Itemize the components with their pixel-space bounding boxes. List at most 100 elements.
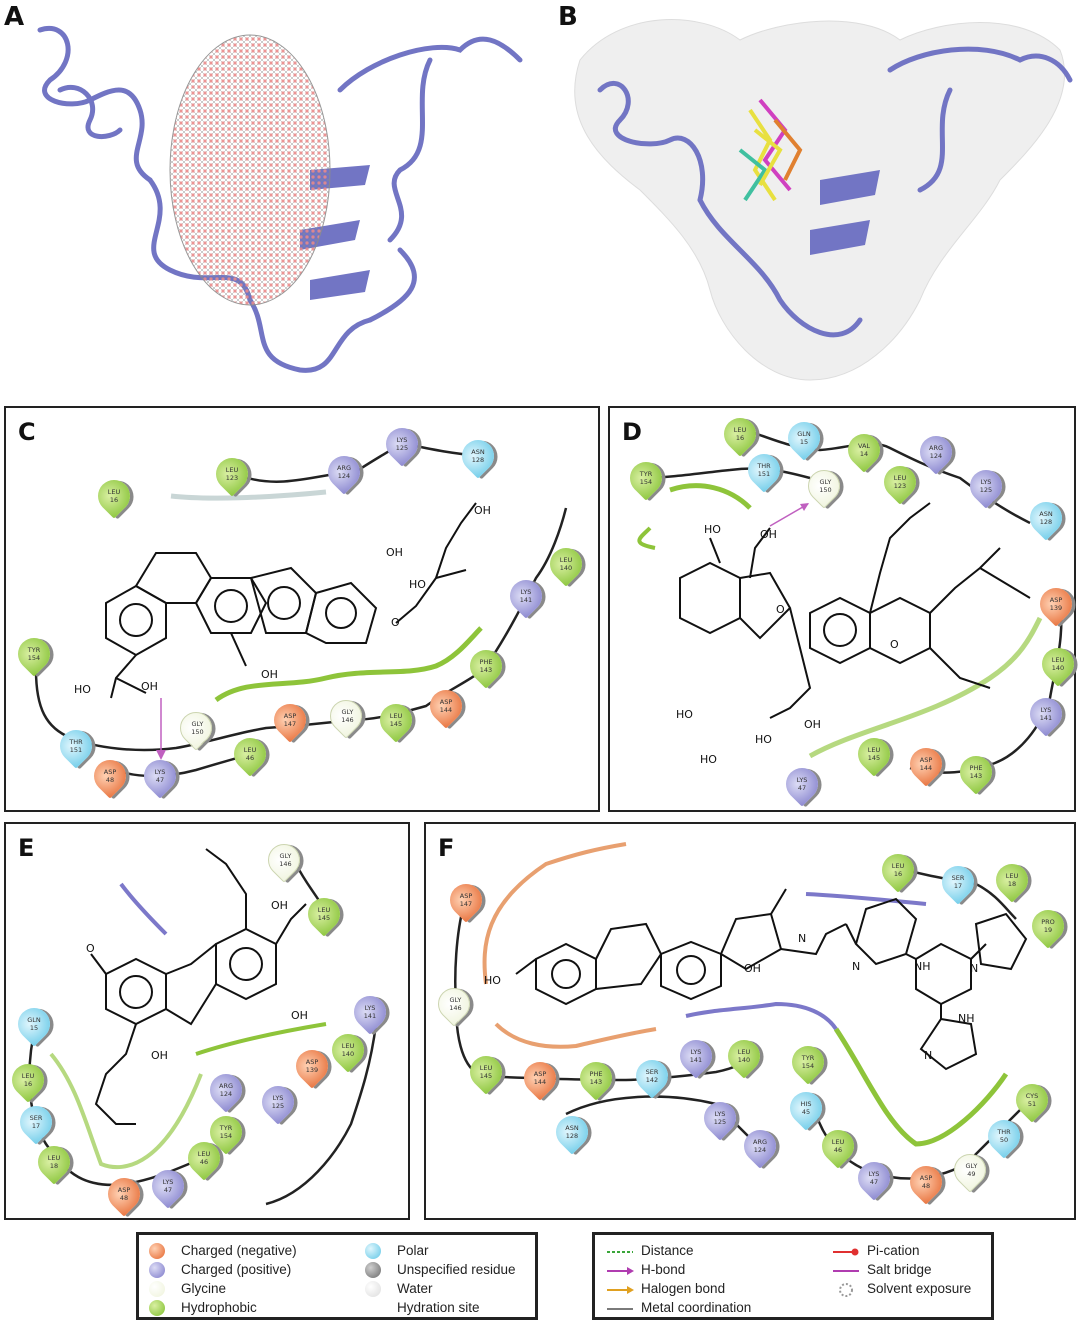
residue-name: ASP 144 [533,1070,547,1086]
legend-label: Hydration site [397,1300,480,1315]
residue-name: LYS 47 [154,768,166,784]
residue-marker: THR 151 [53,723,99,769]
residue-marker: LEU 18 [989,857,1035,903]
residue-name: ASP 139 [305,1058,319,1074]
legend-label: Solvent exposure [867,1281,972,1296]
residue-name: LYS 141 [363,1004,377,1020]
residue-marker: ARG 124 [913,429,959,475]
residue-marker: CYS 51 [1009,1077,1055,1123]
panel-label-a: A [4,2,25,32]
residue-name: LYS 141 [1039,706,1053,722]
residue-marker: PHE 143 [953,749,999,795]
panel-label-f: F [438,834,455,862]
glycine-swatch [149,1281,165,1297]
residue-name: ASP 139 [1049,596,1063,612]
residue-marker: LEU 16 [875,847,921,893]
residue-name: ARG 124 [753,1138,767,1154]
residue-name: HIS 45 [800,1100,812,1116]
residue-name: GLY 146 [279,852,292,868]
residue-name: LYS 47 [162,1178,174,1194]
protein-cartoon-a [37,25,523,373]
residue-marker: PRO 19 [1025,903,1071,949]
residue-marker: LEU 16 [91,473,137,519]
residue-marker: LYS 125 [963,463,1009,509]
atom-label: HO [409,578,426,591]
protein-surface-b [574,19,1073,381]
atom-label: OH [141,680,158,693]
residue-name: ASN 128 [471,448,485,464]
residue-marker: LEU 140 [325,1027,371,1073]
residue-marker: ARG 124 [321,449,367,495]
residue-name: GLN 15 [797,430,811,446]
solvent-exposure-icon [839,1283,853,1297]
residue-marker: THR 50 [981,1113,1027,1159]
residue-marker: SER 17 [13,1099,59,1145]
legend-label: Unspecified residue [397,1262,516,1277]
legend-label: Glycine [181,1281,227,1296]
panel-label-c: C [18,418,36,446]
water-swatch [365,1281,381,1297]
residue-marker: ASP 48 [903,1159,949,1205]
atom-label: OH [271,899,288,912]
residue-name: THR 151 [69,738,83,754]
panel-label-b: B [558,2,578,32]
residue-marker: LYS 47 [145,1163,191,1209]
residue-name: LYS 47 [868,1170,880,1186]
residue-name: TYR 154 [639,470,653,486]
residue-marker: ASP 147 [267,697,313,743]
ligand-interaction-panel-f: F HO OH N N N [424,822,1076,1220]
legend-label: Metal coordination [641,1300,752,1315]
residue-name: LYS 125 [713,1110,727,1126]
residue-name: LEU 145 [317,906,331,922]
residue-marker: LEU 46 [181,1135,227,1181]
residue-marker: ASP 144 [423,683,469,729]
atom-label: OH [744,962,761,975]
residue-name: ASP 147 [459,892,473,908]
residue-name: ARG 124 [337,464,351,480]
residue-marker: ARG 124 [737,1123,783,1169]
residue-name: PHE 143 [589,1070,603,1086]
residue-name: VAL 14 [857,442,871,458]
residue-marker: HIS 45 [783,1085,829,1131]
residue-name: ARG 124 [219,1082,233,1098]
atom-label: HO [74,683,91,696]
panel-label-e: E [18,834,35,862]
residue-name: LEU 123 [225,466,239,482]
residue-name: LEU 16 [107,488,121,504]
residue-name: GLY 49 [965,1162,978,1178]
residue-name: CYS 51 [1025,1092,1039,1108]
residue-name: ASP 48 [919,1174,933,1190]
residue-name: LEU 18 [1005,872,1019,888]
residue-name: LEU 145 [389,712,403,728]
legend-label: Water [397,1281,433,1296]
residue-name: GLY 146 [341,708,354,724]
legend-label: Pi-cation [867,1243,920,1258]
residue-marker: LEU 140 [543,541,589,587]
residue-marker: ASP 48 [101,1171,147,1217]
residue-marker: ASP 147 [443,877,489,923]
atom-label: NH [958,1012,975,1025]
residue-marker: LEU 123 [209,451,255,497]
residue-name: GLY 146 [449,996,462,1012]
residue-name: ASP 48 [117,1186,131,1202]
residue-marker: LEU 145 [851,731,897,777]
residue-name: LYS 141 [519,588,533,604]
legend-label: Salt bridge [867,1262,932,1277]
residue-name: SER 142 [645,1068,659,1084]
residue-marker: LYS 125 [255,1079,301,1125]
residue-marker: LYS 125 [697,1095,743,1141]
legend-label: H-bond [641,1262,686,1277]
residue-marker: LYS 125 [379,421,425,467]
atom-label: HO [704,523,721,536]
positive-charge-swatch [149,1262,165,1278]
residue-marker: ASP 144 [903,741,949,787]
residue-marker: ASN 128 [549,1109,595,1155]
residue-name: GLY 150 [191,720,204,736]
atom-label: O [391,616,400,629]
atom-label: HO [676,708,693,721]
residue-name: LYS 141 [689,1048,703,1064]
residue-marker: LYS 141 [347,989,393,1035]
atom-label: O [776,603,785,616]
residue-name: LYS 47 [796,776,808,792]
residue-marker: ASP 139 [1033,581,1079,627]
